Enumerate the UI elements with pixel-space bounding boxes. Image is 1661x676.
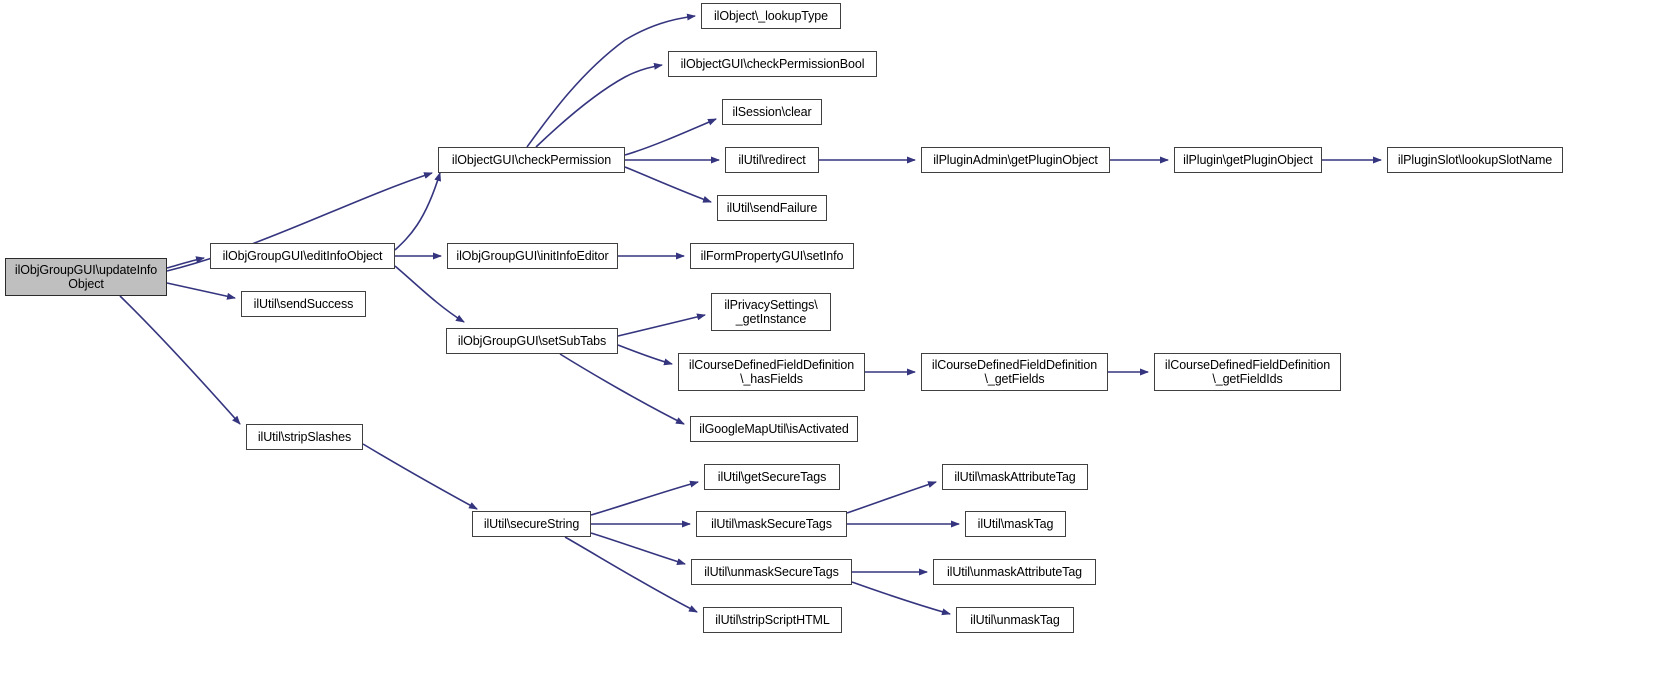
- graph-node-checkPermissionBool[interactable]: ilObjectGUI\checkPermissionBool: [668, 51, 877, 77]
- graph-node-redirect[interactable]: ilUtil\redirect: [725, 147, 819, 173]
- graph-node-maskAttributeTag[interactable]: ilUtil\maskAttributeTag: [942, 464, 1088, 490]
- graph-node-stripSlashes[interactable]: ilUtil\stripSlashes: [246, 424, 363, 450]
- graph-node-updateInfoObject[interactable]: ilObjGroupGUI\updateInfo Object: [5, 258, 167, 296]
- call-edge: [394, 172, 442, 251]
- graph-node-getFieldIds[interactable]: ilCourseDefinedFieldDefinition \_getFiel…: [1154, 353, 1341, 391]
- call-edge: [559, 353, 685, 425]
- call-edge: [851, 581, 951, 616]
- call-edge: [617, 344, 673, 366]
- graph-node-secureString[interactable]: ilUtil\secureString: [472, 511, 591, 537]
- call-edge: [119, 295, 241, 425]
- graph-node-maskSecureTags[interactable]: ilUtil\maskSecureTags: [696, 511, 847, 537]
- call-edge: [590, 480, 699, 516]
- call-edge: [617, 313, 706, 337]
- graph-node-unmaskTag[interactable]: ilUtil\unmaskTag: [956, 607, 1074, 633]
- call-edge: [624, 118, 717, 156]
- graph-node-getFields[interactable]: ilCourseDefinedFieldDefinition \_getFiel…: [921, 353, 1108, 391]
- call-edge: [535, 62, 663, 148]
- graph-node-stripScriptHTML[interactable]: ilUtil\stripScriptHTML: [703, 607, 842, 633]
- graph-node-editInfoObject[interactable]: ilObjGroupGUI\editInfoObject: [210, 243, 395, 269]
- call-edge: [394, 265, 465, 323]
- graph-node-checkPermission[interactable]: ilObjectGUI\checkPermission: [438, 147, 625, 173]
- graph-node-setSubTabs[interactable]: ilObjGroupGUI\setSubTabs: [446, 328, 618, 354]
- graph-node-getPluginObjectAdmin[interactable]: ilPluginAdmin\getPluginObject: [921, 147, 1110, 173]
- graph-node-maskTag[interactable]: ilUtil\maskTag: [965, 511, 1066, 537]
- graph-node-lookupSlotName[interactable]: ilPluginSlot\lookupSlotName: [1387, 147, 1563, 173]
- call-edge: [624, 166, 712, 203]
- call-edge: [590, 532, 686, 565]
- call-edge: [166, 282, 236, 300]
- graph-node-lookupType[interactable]: ilObject\_lookupType: [701, 3, 841, 29]
- call-edge: [564, 536, 698, 613]
- graph-node-pluginGetPluginObject[interactable]: ilPlugin\getPluginObject: [1174, 147, 1322, 173]
- call-edge: [166, 256, 205, 269]
- graph-node-initInfoEditor[interactable]: ilObjGroupGUI\initInfoEditor: [447, 243, 618, 269]
- graph-node-getSecureTags[interactable]: ilUtil\getSecureTags: [704, 464, 840, 490]
- call-edge: [362, 443, 478, 510]
- call-edge: [846, 481, 937, 514]
- graph-node-sendFailure[interactable]: ilUtil\sendFailure: [717, 195, 827, 221]
- graph-node-privacyGetInstance[interactable]: ilPrivacySettings\ _getInstance: [711, 293, 831, 331]
- graph-node-hasFields[interactable]: ilCourseDefinedFieldDefinition \_hasFiel…: [678, 353, 865, 391]
- call-edge: [526, 13, 696, 148]
- graph-node-sendSuccess[interactable]: ilUtil\sendSuccess: [241, 291, 366, 317]
- graph-node-googleMapIsActivated[interactable]: ilGoogleMapUtil\isActivated: [690, 416, 858, 442]
- graph-node-unmaskAttributeTag[interactable]: ilUtil\unmaskAttributeTag: [933, 559, 1096, 585]
- graph-node-unmaskSecureTags[interactable]: ilUtil\unmaskSecureTags: [691, 559, 852, 585]
- graph-node-setInfo[interactable]: ilFormPropertyGUI\setInfo: [690, 243, 854, 269]
- graph-node-sessionClear[interactable]: ilSession\clear: [722, 99, 822, 125]
